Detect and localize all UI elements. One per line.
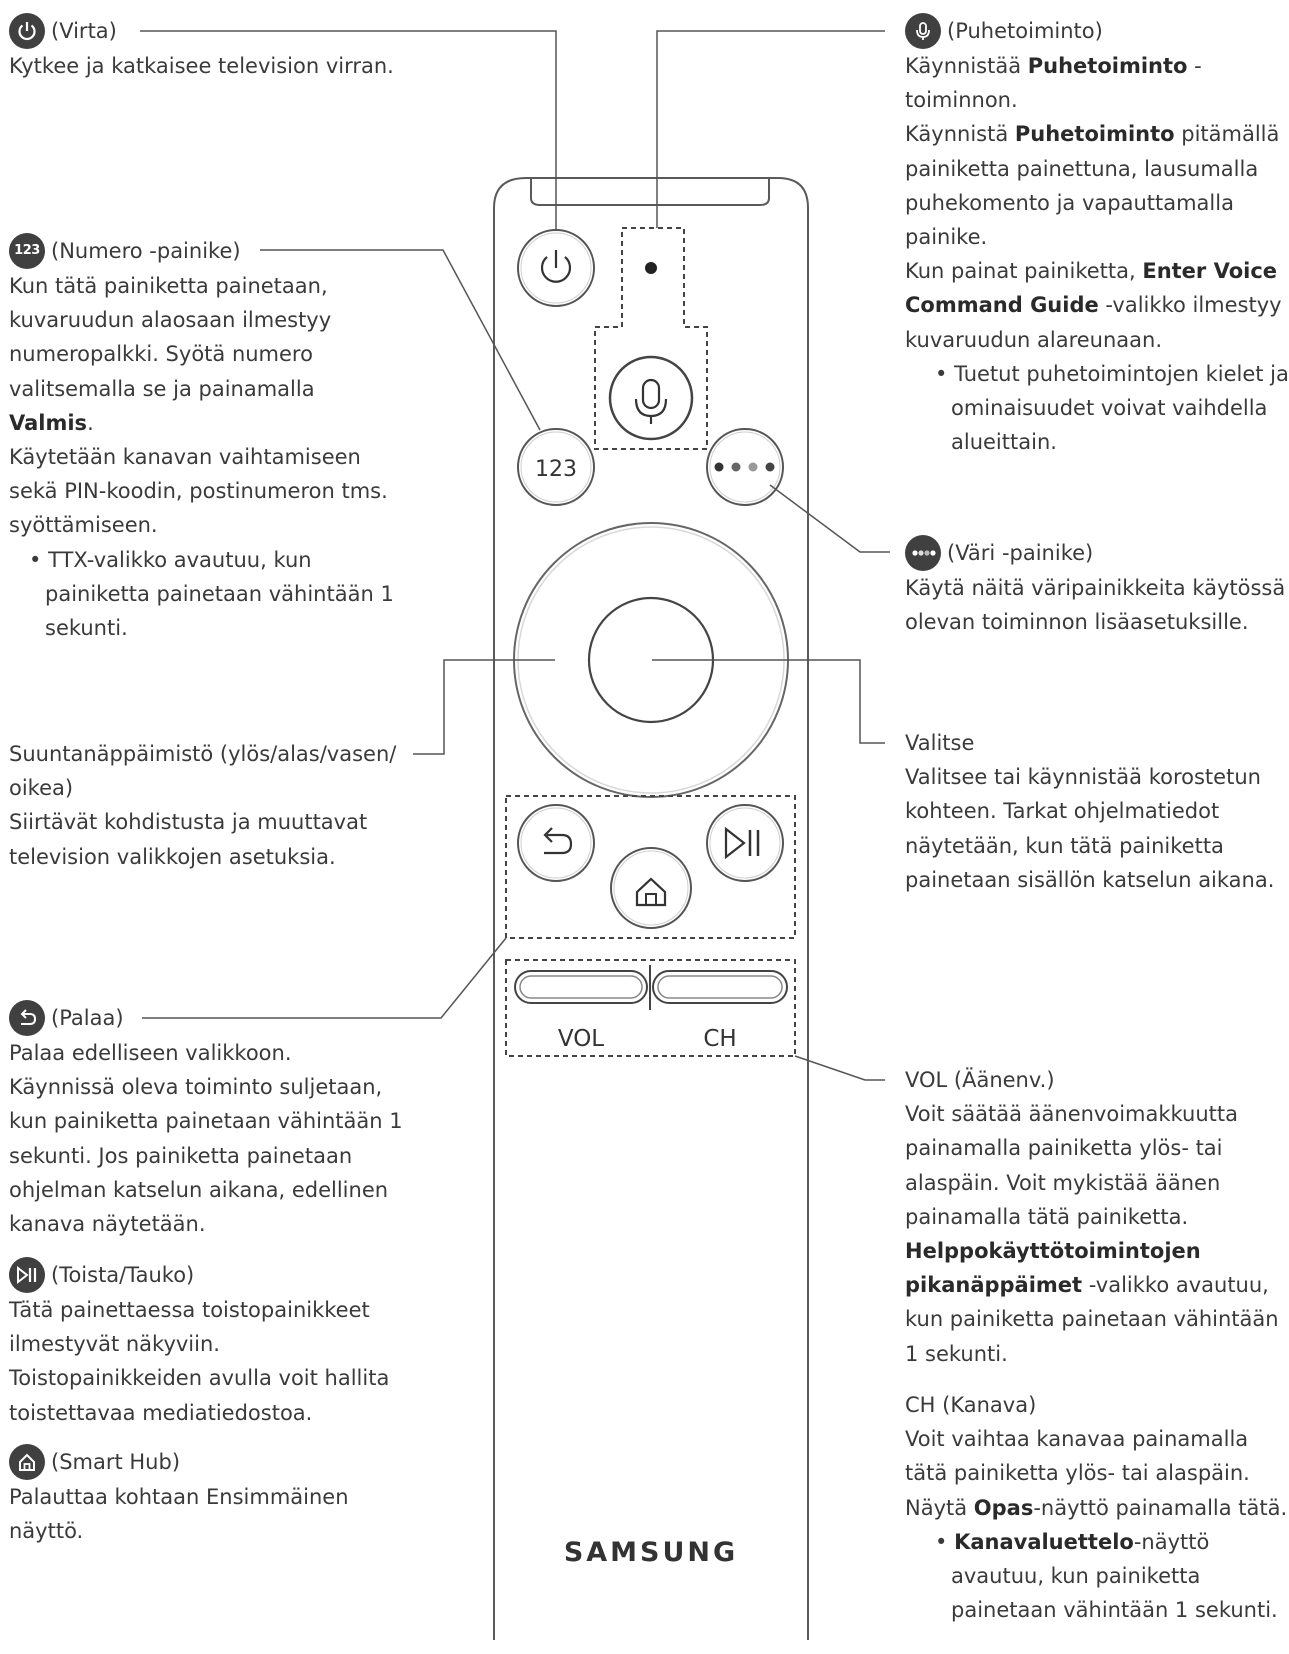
channel-rocker-graphic [652,970,788,1004]
dpad-desc: Siirtävät kohdistusta ja muuttavat telev… [9,810,368,869]
return-desc: Palaa edelliseen valikkoon. Käynnissä ol… [9,1041,403,1237]
dpad-leader-line [413,659,555,755]
select-desc: Valitsee tai käynnistää korostetun kohte… [905,765,1275,892]
remote-top-notch [530,178,770,206]
number-button-graphic: 123 [517,428,595,506]
voice-line-3: Kun painat painiketta, Enter Voice Comma… [905,259,1282,352]
voice-line-2: Käynnistä Puhetoiminto pitämällä painike… [905,122,1280,250]
play-pause-title: (Toista/Tauko) [51,1262,195,1287]
color-button-title: (Väri -painike) [947,540,1094,565]
voice-leader-line [656,30,885,228]
power-title: (Virta) [51,18,117,43]
voice-button-graphic [608,355,694,441]
power-desc: Kytkee ja katkaisee television virran. [9,54,394,78]
volume-description-block: VOL (Äänenv.) Voit säätää äänenvoimakkuu… [905,1063,1289,1371]
dpad-title: Suuntanäppäimistö (ylös/alas/vasen/ oike… [9,742,397,801]
color-leader-line [769,484,890,553]
number-leader-line [260,249,541,431]
return-icon [9,1000,45,1036]
channel-title: CH (Kanava) [905,1393,1037,1417]
select-description-block: Valitse Valitsee tai käynnistää korostet… [905,726,1289,897]
control-buttons-dashed-outline [505,795,796,939]
mic-dashed-outline [594,227,708,450]
play-pause-desc-2: Toistopainikkeiden avulla voit hallita t… [9,1366,390,1425]
microphone-hole [645,262,657,274]
number-button-title: (Numero -painike) [51,238,241,263]
volume-rocker-graphic [514,970,648,1004]
vol-ch-dashed-outline [505,959,796,1057]
power-leader-line [140,30,557,230]
select-leader-line [652,659,885,744]
dpad-description-block: Suuntanäppäimistö (ylös/alas/vasen/ oike… [9,737,404,874]
number-button-bullet: • TTX-valikko avautuu, kun painiketta pa… [29,547,394,641]
number-button-text: 123 [535,457,577,482]
home-icon [9,1444,45,1480]
color-dots-icon [905,535,941,571]
volume-title: VOL (Äänenv.) [905,1068,1055,1092]
ch-label: CH [703,1026,736,1052]
smart-hub-desc: Palauttaa kohtaan Ensimmäinen näyttö. [9,1485,349,1544]
select-title: Valitse [905,731,975,755]
channel-desc: Voit vaihtaa kanavaa painamalla tätä pai… [905,1427,1288,1520]
play-pause-desc-1: Tätä painettaessa toistopainikkeet ilmes… [9,1298,370,1357]
number-button-desc-1: Kun tätä painiketta painetaan, kuvaruudu… [9,274,332,435]
voice-title: (Puhetoiminto) [947,18,1103,43]
return-leader-line [142,937,507,1019]
number-button-desc-2: Käytetään kanavan vaihtamiseen sekä PIN-… [9,445,388,538]
color-button-graphic [706,428,784,506]
number-123-icon: 123 [9,233,45,269]
color-button-desc: Käytä näitä väripainikkeita käytössä ole… [905,576,1286,635]
voice-bullet: • Tuetut puhetoimintojen kielet ja omina… [935,361,1289,455]
return-button-graphic [517,804,595,882]
number-icon-text: 123 [14,242,40,258]
smart-hub-description-block: (Smart Hub) Palauttaa kohtaan Ensimmäine… [9,1444,404,1548]
microphone-icon [905,13,941,49]
channel-description-block: CH (Kanava) Voit vaihtaa kanavaa painama… [905,1388,1289,1627]
voice-description-block: (Puhetoiminto) Käynnistää Puhetoiminto -… [905,13,1289,459]
home-button-graphic [610,847,692,929]
return-description-block: (Palaa) Palaa edelliseen valikkoon. Käyn… [9,1000,404,1241]
smart-hub-title: (Smart Hub) [51,1449,181,1474]
color-button-description-block: (Väri -painike) Käytä näitä väripainikke… [905,535,1289,639]
channel-bullet: • Kanavaluettelo-näyttö avautuu, kun pai… [935,1529,1278,1623]
samsung-logo: SAMSUNG [564,1537,738,1568]
voice-line-1: Käynnistää Puhetoiminto -toiminnon. [905,54,1202,113]
number-button-description-block: 123 (Numero -painike) Kun tätä painikett… [9,233,404,645]
vol-leader-line [794,1055,885,1081]
play-pause-icon [9,1257,45,1293]
play-pause-button-graphic [706,804,784,882]
vol-label: VOL [558,1026,604,1052]
power-button-graphic [517,229,595,307]
power-icon [9,13,45,49]
return-title: (Palaa) [51,1005,124,1030]
volume-desc: Voit säätää äänenvoimakkuutta painamalla… [905,1102,1238,1229]
power-description-block: (Virta) Kytkee ja katkaisee television v… [9,13,449,83]
volume-desc-2: Helppokäyttötoimintojen pikanäppäimet -v… [905,1239,1279,1366]
play-pause-description-block: (Toista/Tauko) Tätä painettaessa toistop… [9,1257,404,1430]
